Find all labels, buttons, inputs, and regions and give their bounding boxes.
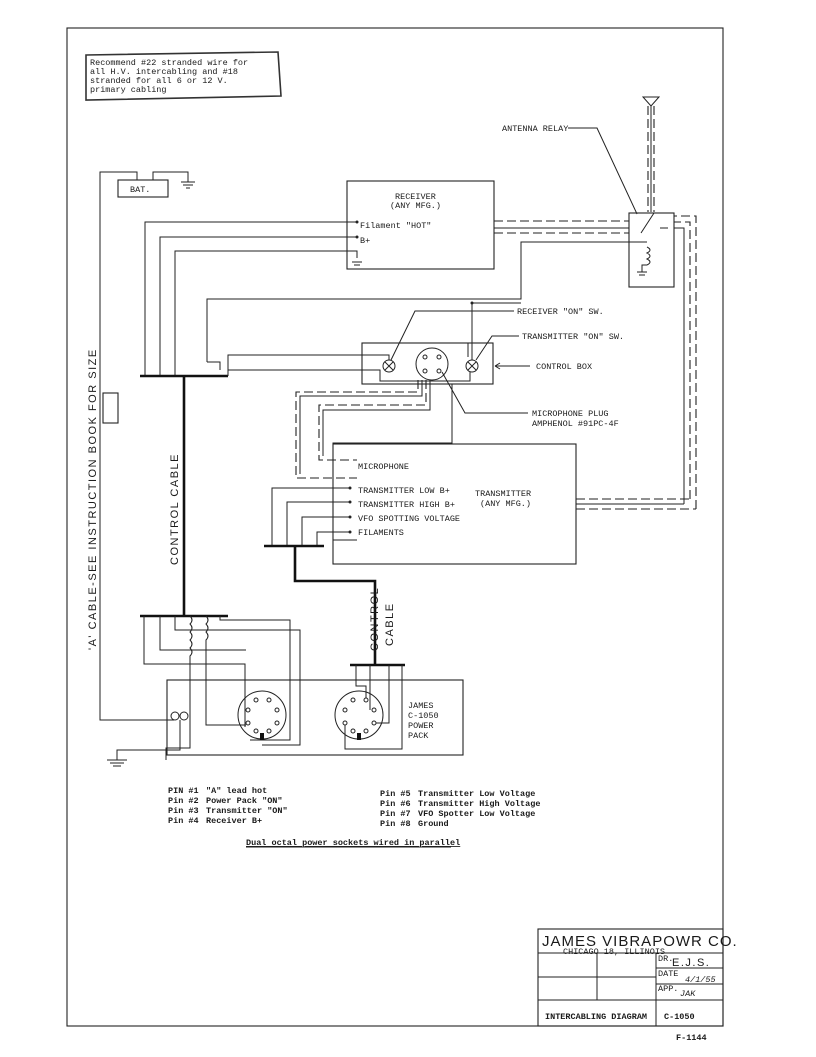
octal-socket-2 [334, 690, 384, 740]
drawing-date: 4/1/55 [685, 975, 716, 985]
pin-number: Pin #3 [168, 806, 199, 816]
note-line: all H.V. intercabling and #18 [90, 67, 238, 77]
form-number: F-1144 [676, 1033, 707, 1043]
transmitter-subtitle: (ANY MFG.) [480, 499, 531, 509]
title-block: JAMES VIBRAPOWR CO. CHICAGO 18, ILLINOIS… [537, 928, 738, 1043]
control-box-label: CONTROL BOX [536, 362, 592, 372]
pin-number: Pin #4 [168, 816, 199, 826]
receiver-switch-label: RECEIVER "ON" SW. [517, 307, 604, 317]
note-line: stranded for all 6 or 12 V. [90, 76, 228, 86]
power-pack: JAMES C-1050 POWER PACK [166, 679, 464, 756]
drawn-label: DR. [658, 954, 673, 964]
battery: BAT. [99, 171, 195, 721]
model-number: C-1050 [664, 1012, 695, 1022]
pin-number: Pin #6 [380, 799, 411, 809]
pin-desc: VFO Spotter Low Voltage [418, 809, 535, 819]
pin-legend-caption: Dual octal power sockets wired in parall… [246, 838, 460, 848]
page-border [66, 27, 724, 1027]
antenna-relay-label: ANTENNA RELAY [502, 124, 568, 134]
receiver-terminal: B+ [360, 236, 370, 246]
pin-number: PIN #1 [168, 786, 199, 796]
transmitter-box: MICROPHONE TRANSMITTER LOW B+ TRANSMITTE… [332, 443, 577, 565]
pin-number: Pin #5 [380, 789, 411, 799]
microphone-plug-icon [415, 347, 449, 381]
receiver-title: RECEIVER [395, 192, 436, 202]
transmitter-terminal: TRANSMITTER HIGH B+ [358, 500, 455, 510]
company-name: JAMES VIBRAPOWR CO. [542, 933, 738, 950]
mic-plug-label: MICROPHONE PLUG [532, 409, 609, 419]
control-cable-2-label-b: CABLE [384, 602, 396, 646]
receiver-box: RECEIVER (ANY MFG.) Filament "HOT" B+ [346, 180, 495, 270]
pin-desc: "A" lead hot [206, 786, 267, 796]
antenna-relay [628, 212, 675, 288]
pin-desc: Transmitter "ON" [206, 806, 288, 816]
pin-desc: Ground [418, 819, 449, 829]
date-label: DATE [658, 969, 678, 979]
transmitter-terminal: TRANSMITTER LOW B+ [358, 486, 450, 496]
transmitter-terminal: MICROPHONE [358, 462, 409, 472]
pin-desc: Transmitter Low Voltage [418, 789, 535, 799]
drawing-title: INTERCABLING DIAGRAM [545, 1012, 647, 1022]
control-box [361, 342, 494, 385]
pin-legend: PIN #1 "A" lead hot Pin #2 Power Pack "O… [168, 786, 540, 848]
fuse-icon [102, 392, 119, 424]
pin-number: Pin #7 [380, 809, 411, 819]
transmitter-terminal: FILAMENTS [358, 528, 404, 538]
receiver-terminal: Filament "HOT" [360, 221, 431, 231]
note-line: primary cabling [90, 85, 167, 95]
control-cable-2-label: CONTROL [369, 587, 381, 651]
power-pack-label: JAMES [408, 701, 434, 711]
receiver-subtitle: (ANY MFG.) [390, 201, 441, 211]
note-box: Recommend #22 stranded wire for all H.V.… [85, 51, 282, 101]
a-cable-label: 'A' CABLE-SEE INSTRUCTION BOOK FOR SIZE [87, 348, 99, 650]
power-pack-label: C-1050 [408, 711, 439, 721]
power-pack-label: PACK [408, 731, 429, 741]
approved-by: JAK [680, 989, 696, 999]
transmitter-terminal: VFO SPOTTING VOLTAGE [358, 514, 460, 524]
pin-desc: Receiver B+ [206, 816, 262, 826]
pin-desc: Transmitter High Voltage [418, 799, 540, 809]
antenna-icon [641, 96, 661, 212]
pin-desc: Power Pack "ON" [206, 796, 283, 806]
power-pack-label: POWER [408, 721, 434, 731]
pin-number: Pin #2 [168, 796, 199, 806]
drawn-by: E.J.S. [672, 957, 710, 969]
mic-plug-label-2: AMPHENOL #91PC-4F [532, 419, 619, 429]
transmitter-switch-label: TRANSMITTER "ON" SW. [522, 332, 624, 342]
transmitter-title: TRANSMITTER [475, 489, 531, 499]
approved-label: APP. [658, 984, 678, 994]
control-cable-label: CONTROL CABLE [169, 453, 181, 565]
pin-number: Pin #8 [380, 819, 411, 829]
company-city: CHICAGO 18, ILLINOIS [563, 947, 665, 957]
battery-label: BAT. [130, 185, 150, 195]
note-line: Recommend #22 stranded wire for [90, 58, 248, 68]
